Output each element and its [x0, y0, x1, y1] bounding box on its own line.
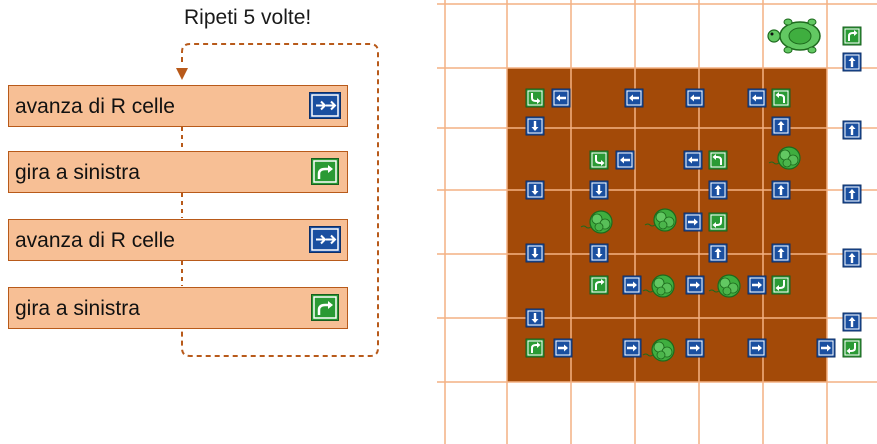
loop-connector: [176, 43, 379, 357]
block-label: gira a sinistra: [15, 161, 140, 184]
block-advance-2[interactable]: avanza di R celle: [8, 219, 348, 261]
turn-left-icon: [311, 294, 339, 321]
loop-title: Ripeti 5 volte!: [184, 6, 312, 29]
block-turn-left-2[interactable]: gira a sinistra: [8, 287, 348, 329]
block-advance-1[interactable]: avanza di R celle: [8, 85, 348, 127]
block-label: avanza di R celle: [15, 229, 175, 252]
turn-left-icon: [311, 158, 339, 185]
block-label: avanza di R celle: [15, 95, 175, 118]
block-label: gira a sinistra: [15, 297, 140, 320]
forward-arrows-icon: [309, 92, 341, 119]
forward-arrows-icon: [309, 226, 341, 253]
game-board: [437, 0, 877, 444]
turtle-icon: [767, 18, 821, 54]
block-turn-left-1[interactable]: gira a sinistra: [8, 151, 348, 193]
loop-arrowhead-icon: [176, 68, 188, 80]
program-panel: Ripeti 5 volte! avanza di R celle gira a…: [0, 0, 400, 444]
